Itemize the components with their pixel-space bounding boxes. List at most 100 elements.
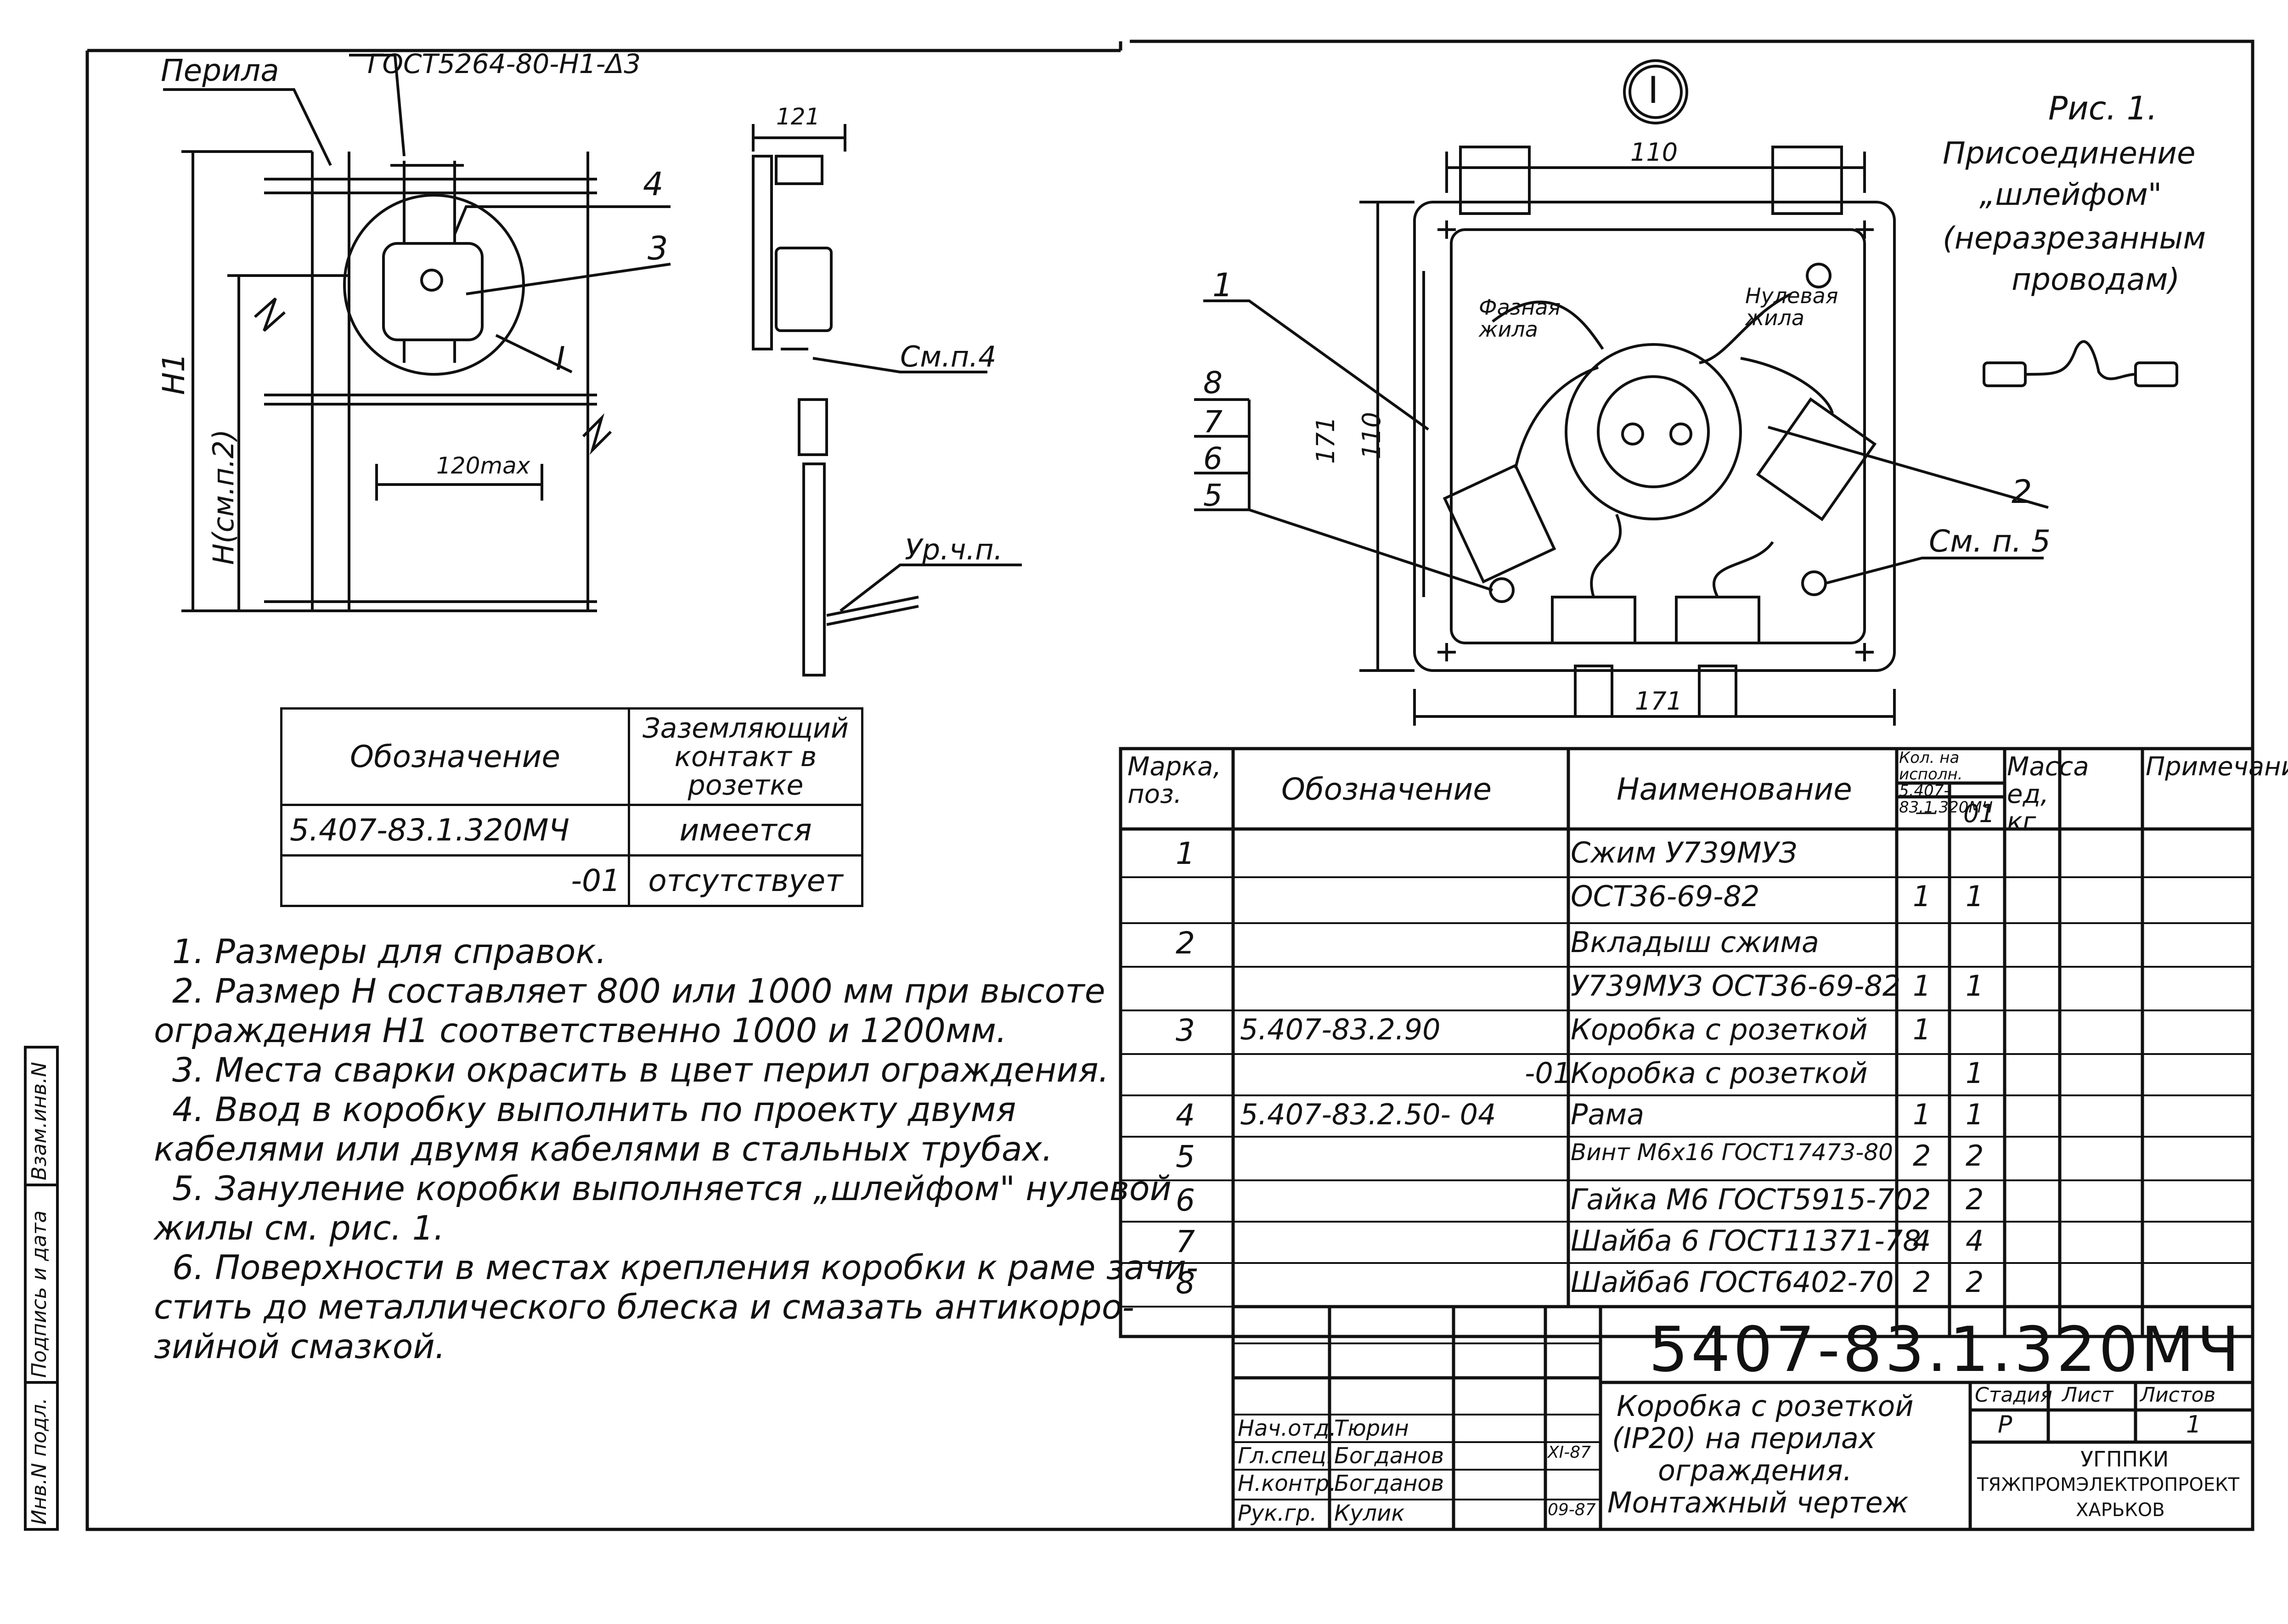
bom-row-qty-01: 2 bbox=[1966, 1265, 1984, 1299]
bom-row-qty-base: 1 bbox=[1913, 1013, 1931, 1046]
bom-table-grid bbox=[1119, 747, 2254, 1338]
bom-row-qty-base: 1 bbox=[1913, 1098, 1931, 1131]
bom-row-qty-01: 2 bbox=[1966, 1139, 1984, 1173]
title-line-3: ограждения. bbox=[1658, 1454, 1852, 1487]
document-number: 5407-83.1.320МЧ bbox=[1649, 1314, 2243, 1386]
person-role: Н.контр. bbox=[1238, 1471, 1336, 1496]
figure-caption-4: проводам) bbox=[2012, 262, 2180, 297]
organization-line-2: ТЯЖПРОМЭЛЕКТРОПРОЕКТ bbox=[1977, 1474, 2240, 1495]
variant-header-designation: Обозначение bbox=[280, 707, 630, 806]
bom-header-note: Примечание bbox=[2146, 752, 2288, 782]
railing-front-view bbox=[163, 54, 671, 612]
bom-row-pos: 8 bbox=[1176, 1265, 1195, 1301]
position-2-label: 2 bbox=[2012, 473, 2032, 511]
bom-header-name: Наименование bbox=[1617, 772, 1852, 807]
bom-row-name: Вкладыш сжима bbox=[1571, 925, 1819, 959]
note-6-cont-2: зийной смазкой. bbox=[154, 1327, 445, 1366]
neutral-wire-label: Нулевая жила bbox=[1745, 283, 1838, 330]
stamp-vzam: Взам.инв.N bbox=[28, 1062, 51, 1180]
variant-row-1-designation: 5.407-83.1.320МЧ bbox=[280, 804, 630, 857]
drawing-notes: 1. Размеры для справок. 2. Размер Н сост… bbox=[154, 932, 1198, 1367]
position-3-label: 3 bbox=[648, 230, 668, 267]
dimension-171-bottom: 171 bbox=[1635, 687, 1683, 716]
bom-row-name: Коробка с розеткой bbox=[1571, 1056, 1868, 1090]
variant-row-1-contact: имеется bbox=[628, 804, 863, 857]
bom-row-qty-01: 1 bbox=[1966, 1098, 1984, 1131]
note-3: 3. Места сварки окрасить в цвет перил ог… bbox=[172, 1051, 1109, 1090]
bom-row-qty-01: 1 bbox=[1966, 880, 1984, 913]
person-role: Гл.спец. bbox=[1238, 1443, 1333, 1469]
note-4-cont: кабелями или двумя кабелями в стальных т… bbox=[154, 1130, 1053, 1169]
h1-dimension-label: H1 bbox=[156, 353, 192, 395]
box-detail-view bbox=[1194, 59, 2178, 726]
weld-gost-label: ГОСТ5264-80-Н1-Δ3 bbox=[367, 48, 641, 79]
bom-row-pos: 3 bbox=[1176, 1013, 1195, 1048]
bom-row-name: Шайба 6 ГОСТ11371-78 bbox=[1571, 1224, 1921, 1257]
organization-line-3: ХАРЬКОВ bbox=[2076, 1500, 2165, 1521]
bom-row-pos: 4 bbox=[1176, 1098, 1195, 1133]
note-2-cont: ограждения Н1 соответственно 1000 и 1200… bbox=[154, 1011, 1007, 1050]
note-1: 1. Размеры для справок. bbox=[172, 932, 607, 971]
person-role: Рук.гр. bbox=[1238, 1500, 1317, 1526]
organization-line-1: УГППКИ bbox=[2080, 1447, 2169, 1472]
perila-label: Перила bbox=[161, 53, 279, 88]
bom-header-qty-base: — bbox=[1915, 799, 1937, 825]
bom-row-name: Сжим У739МУЗ bbox=[1571, 836, 1798, 869]
bom-row-pos: 5 bbox=[1176, 1139, 1195, 1174]
person-name: Тюрин bbox=[1334, 1415, 1409, 1441]
bom-row-qty-base: 1 bbox=[1913, 969, 1931, 1003]
note-6-cont: стить до металлического блеска и смазать… bbox=[154, 1288, 1134, 1327]
note-5-cont: жилы см. рис. 1. bbox=[154, 1209, 445, 1248]
variant-header-contact: Заземляющий контакт в розетке bbox=[628, 707, 863, 806]
dimension-121: 121 bbox=[776, 103, 820, 130]
bom-row-name: Гайка М6 ГОСТ5915-70 bbox=[1571, 1183, 1913, 1216]
position-7-label: 7 bbox=[1203, 404, 1223, 440]
bom-header-qty-01: 01 bbox=[1963, 799, 1995, 828]
figure-caption-1: Присоединение bbox=[1943, 135, 2196, 171]
dimension-120max: 120max bbox=[436, 452, 530, 479]
note-4: 4. Ввод в коробку выполнить по проекту д… bbox=[172, 1090, 1016, 1129]
bom-row-qty-01: 4 bbox=[1966, 1224, 1984, 1257]
person-name: Богданов bbox=[1334, 1471, 1444, 1496]
bom-row-pos: 2 bbox=[1176, 925, 1195, 961]
bom-row-name: Винт М6х16 ГОСТ17473-80 bbox=[1571, 1139, 1893, 1166]
dimension-171-left: 171 bbox=[1311, 416, 1340, 464]
bom-row-name: Шайба6 ГОСТ6402-70 bbox=[1571, 1265, 1894, 1299]
bom-row-name: У739МУЗ ОСТ36-69-82 bbox=[1571, 969, 1901, 1003]
variant-row-2-designation: -01 bbox=[280, 854, 630, 907]
bom-header-mass: Масса ед, кг bbox=[2007, 752, 2089, 837]
h-dimension-label: H(см.п.2) bbox=[207, 429, 240, 565]
bom-row-designation: 5.407-83.2.90 bbox=[1240, 1013, 1441, 1046]
bom-row-designation: -01 bbox=[1525, 1056, 1572, 1090]
stamp-sign-date: Подпись и дата bbox=[28, 1210, 51, 1378]
bom-row-designation: 5.407-83.2.50- 04 bbox=[1240, 1098, 1496, 1131]
sheets-value: 1 bbox=[2186, 1411, 2202, 1438]
figure-title: Рис. 1. bbox=[2048, 90, 2158, 127]
person-name: Богданов bbox=[1334, 1443, 1444, 1469]
position-1-label: 1 bbox=[1212, 266, 1233, 304]
note-2: 2. Размер Н составляет 800 или 1000 мм п… bbox=[172, 972, 1105, 1011]
position-5-label: 5 bbox=[1203, 478, 1223, 513]
person-name: Кулик bbox=[1334, 1500, 1405, 1526]
dimension-110-top: 110 bbox=[1630, 138, 1678, 167]
stamp-inv-podl: Инв.N подл. bbox=[28, 1398, 51, 1525]
bom-header-qty: Кол. на исполн. 5.407-83.1.320МЧ bbox=[1899, 749, 1993, 817]
person-role: Нач.отд. bbox=[1238, 1415, 1336, 1441]
variant-row-2-contact: отсутствует bbox=[628, 854, 863, 907]
person-date: 09-87 bbox=[1548, 1500, 1596, 1519]
variant-table: Обозначение Заземляющий контакт в розетк… bbox=[280, 707, 863, 907]
bom-row-name: ОСТ36-69-82 bbox=[1571, 880, 1760, 913]
bom-row-qty-01: 1 bbox=[1966, 1056, 1984, 1090]
note-5: 5. Зануление коробки выполняется „шлейфо… bbox=[172, 1169, 1172, 1208]
figure-caption-3: (неразрезанным bbox=[1943, 220, 2206, 256]
sheets-label: Листов bbox=[2140, 1383, 2216, 1407]
dimension-110-left: 110 bbox=[1357, 412, 1386, 459]
title-block-rows bbox=[1233, 1342, 1600, 1500]
stage-label: Стадия bbox=[1975, 1383, 2052, 1407]
position-8-label: 8 bbox=[1203, 365, 1223, 400]
view-mark-detail: I bbox=[1648, 69, 1659, 112]
position-4-label: 4 bbox=[643, 165, 664, 203]
bom-header-pos: Марка, поз. bbox=[1127, 752, 1222, 809]
bom-row-qty-01: 2 bbox=[1966, 1183, 1984, 1216]
